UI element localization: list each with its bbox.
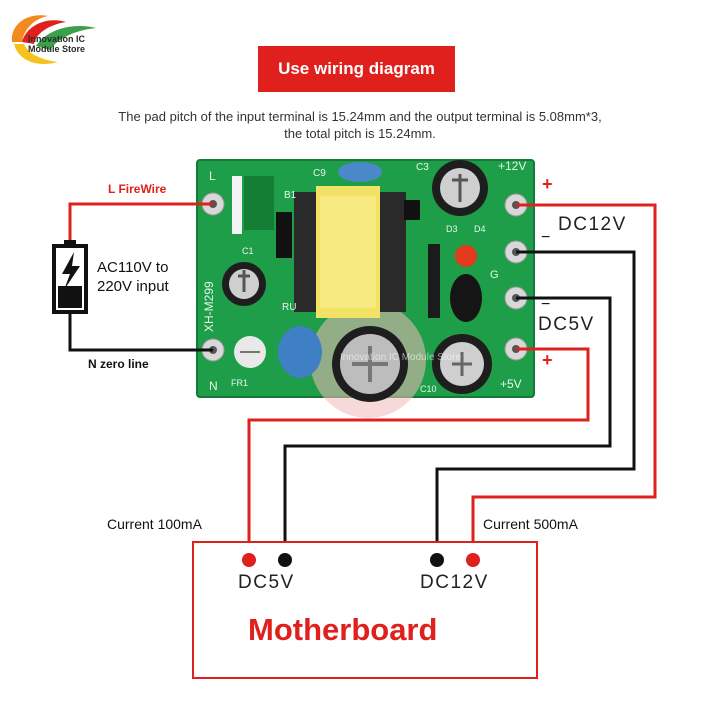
pcb-label-d4: D4 bbox=[474, 224, 486, 234]
gnd5-sign: − bbox=[541, 296, 551, 313]
l-wire bbox=[68, 202, 213, 244]
mb-dc5v-label: DC5V bbox=[238, 572, 295, 593]
logo-line1: Innovation IC bbox=[28, 34, 85, 44]
pcb-label-n: N bbox=[209, 379, 218, 393]
title-banner: Use wiring diagram bbox=[258, 46, 455, 92]
pcb-model: XH-M299 bbox=[202, 281, 216, 332]
regulator bbox=[450, 274, 482, 322]
current-right-label: Current 500mA bbox=[483, 516, 578, 532]
pcb-label-c10: C10 bbox=[420, 384, 437, 394]
pcb-watermark: Innovation IC Module Store bbox=[340, 352, 462, 363]
pcb-label-plus12: +12V bbox=[498, 159, 526, 173]
mb-dc12-plus-dot bbox=[466, 553, 480, 567]
gnd12-wire bbox=[435, 250, 636, 560]
plus12-sign: + bbox=[542, 174, 553, 194]
blue-capacitor-top bbox=[338, 162, 382, 182]
capacitor-main bbox=[332, 326, 408, 402]
pcb-label-b1: B1 bbox=[284, 190, 297, 201]
gnd12-sign: − bbox=[541, 229, 551, 246]
logo: Innovation IC Module Store bbox=[6, 8, 102, 68]
plus12-wire bbox=[471, 203, 657, 560]
plus5-wire bbox=[247, 347, 590, 560]
current-left-label: Current 100mA bbox=[107, 516, 202, 532]
plus5-sign: + bbox=[542, 350, 553, 370]
gnd5-wire bbox=[283, 296, 612, 560]
pitch-note-line1: The pad pitch of the input terminal is 1… bbox=[118, 109, 602, 124]
pcb-label-l: L bbox=[209, 169, 216, 183]
pcb-label-c9: C9 bbox=[313, 168, 326, 179]
leaf-logo-icon bbox=[11, 15, 96, 64]
pcb-label-d3: D3 bbox=[446, 224, 458, 234]
pcb-label-g: G bbox=[490, 269, 499, 281]
pcb-label-plus5: +5V bbox=[500, 377, 522, 391]
ac-input-line1: AC110V to bbox=[97, 259, 169, 276]
mb-dc5-minus-dot bbox=[278, 553, 292, 567]
l-firewire-label: L FireWire bbox=[108, 182, 167, 196]
battery-icon bbox=[52, 240, 88, 314]
pcb-label-c1: C1 bbox=[242, 246, 254, 256]
pcb-label-ru: RU bbox=[282, 302, 296, 313]
pitch-note-line2: the total pitch is 15.24mm. bbox=[284, 126, 436, 141]
ac-input-line2: 220V input bbox=[97, 278, 169, 295]
pcb-label-fr1: FR1 bbox=[231, 378, 248, 388]
mb-dc12-minus-dot bbox=[430, 553, 444, 567]
mb-dc5-plus-dot bbox=[242, 553, 256, 567]
logo-line2: Module Store bbox=[28, 44, 86, 54]
diode bbox=[428, 244, 440, 318]
dc5v-label: DC5V bbox=[538, 314, 595, 335]
blue-capacitor-bottom bbox=[278, 326, 322, 378]
ac-input-label: AC110V to 220V input bbox=[97, 258, 169, 296]
red-led bbox=[455, 245, 477, 267]
pitch-note: The pad pitch of the input terminal is 1… bbox=[60, 108, 660, 142]
n-zero-line-label: N zero line bbox=[88, 357, 149, 371]
motherboard-title: Motherboard bbox=[248, 612, 438, 647]
n-wire bbox=[68, 312, 213, 352]
capacitor-c1 bbox=[222, 262, 266, 306]
capacitor-c10 bbox=[432, 334, 492, 394]
dc12v-label: DC12V bbox=[558, 214, 627, 235]
pcb-label-c3: C3 bbox=[416, 162, 429, 173]
mb-dc12v-label: DC12V bbox=[420, 572, 489, 593]
capacitor-c3 bbox=[432, 160, 488, 216]
